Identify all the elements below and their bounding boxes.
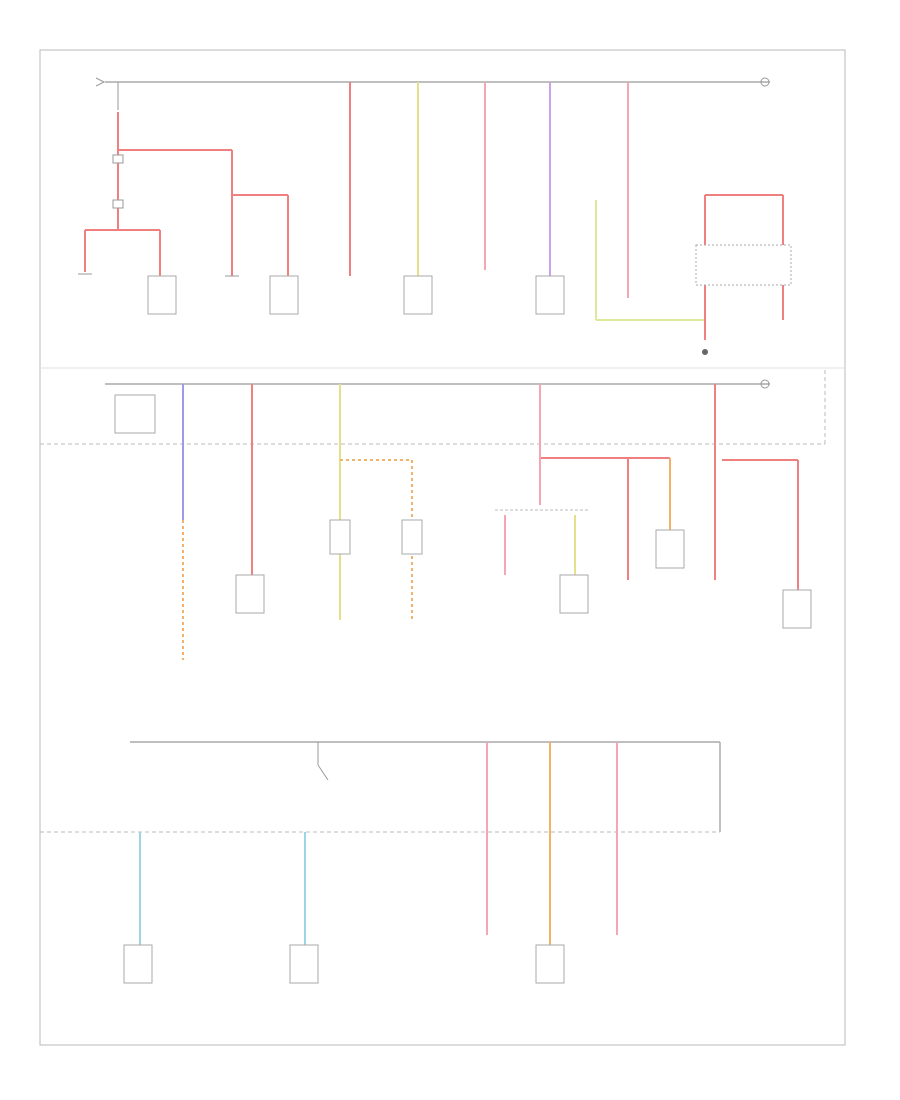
feed-arrow-right: [760, 77, 770, 87]
load-box: [403, 275, 433, 315]
section-1: [78, 77, 792, 355]
section-2: [40, 370, 826, 660]
load-box: [269, 275, 299, 315]
connector-box: [401, 519, 423, 555]
load-box: [535, 275, 565, 315]
relay-box: [114, 394, 156, 434]
feed-arrow-right: [760, 379, 770, 389]
module-box: [695, 244, 792, 286]
load-box: [559, 574, 589, 614]
splice-dot: [702, 349, 708, 355]
load-box: [782, 589, 812, 629]
load-box: [235, 574, 265, 614]
load-box: [535, 944, 565, 984]
section-3: [40, 741, 721, 984]
switch-symbol: [317, 742, 329, 781]
load-box: [147, 275, 177, 315]
diagram-frame: [39, 49, 846, 1046]
load-box: [289, 944, 319, 984]
branch-left-red: [84, 82, 289, 276]
load-box: [123, 944, 153, 984]
feed-arrow-left: [95, 77, 106, 87]
connector-box: [329, 519, 351, 555]
load-box: [655, 529, 685, 569]
